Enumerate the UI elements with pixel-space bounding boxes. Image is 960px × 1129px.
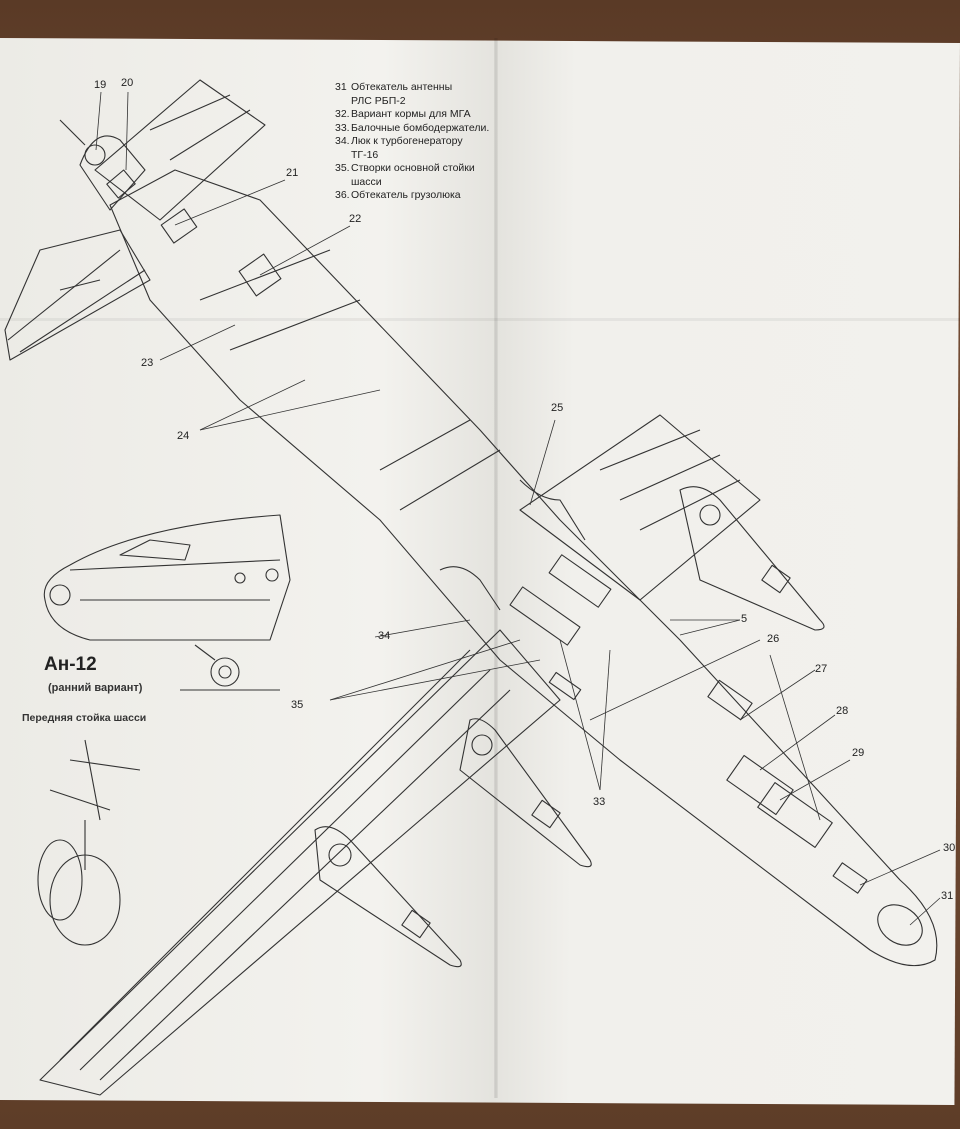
legend-number: 31 [335,81,347,93]
callout-23: 23 [141,357,154,369]
legend-row: 31 Обтекатель антенны [335,81,515,95]
legend-number: 36. [335,189,350,201]
callout-20: 20 [121,77,134,89]
legend-text: Люк к турбогенератору [351,135,463,147]
vertical-fold-crease [494,38,498,1098]
callout-5: 5 [741,613,748,625]
legend-number [335,95,351,109]
callout-22: 22 [349,213,362,225]
legend-row: 33.Балочные бомбодержатели. [335,122,515,136]
legend-text: ТГ-16 [351,148,379,161]
legend-row: шасси [335,176,515,190]
legend-number: 35. [335,162,350,174]
fuselage-outline [109,169,938,967]
callout-26: 26 [767,633,780,645]
legend-text: шасси [351,175,382,188]
legend-row: 36.Обтекатель грузолюка [335,189,515,203]
callout-35: 35 [291,699,304,711]
callout-31: 31 [941,890,954,902]
callout-leaders [95,91,941,926]
callout-21: 21 [286,167,299,179]
legend-row: ТГ-16 [335,149,515,163]
legend-number [335,176,351,190]
legend-text: Вариант кормы для МГА [351,108,471,120]
callout-27: 27 [815,663,828,675]
callout-33: 33 [593,796,606,808]
callout-34: 34 [378,630,391,642]
legend-row: РЛС РБП-2 [335,95,515,109]
tail-cone [59,119,146,211]
callout-24: 24 [177,430,190,442]
horizontal-fold-crease [0,318,960,321]
legend-text: РЛС РБП-2 [351,94,406,107]
aircraft-title: Ан-12 [44,654,97,675]
callout-30: 30 [943,842,956,854]
callout-28: 28 [836,705,849,717]
legend-text: Створки основной стойки [351,162,475,174]
tail-stabilizer [4,79,266,361]
legend-list: 31 Обтекатель антенны РЛС РБП-2 32.Вариан… [335,81,515,203]
legend-number [335,149,351,163]
callout-29: 29 [852,747,865,759]
legend-row: 35.Створки основной стойки [335,162,515,176]
legend-number: 32. [335,108,350,120]
left-wing [39,629,592,1096]
legend-text: Обтекатель антенны [351,81,453,93]
nose-gear-sketch [37,739,141,946]
legend-row: 34.Люк к турбогенератору [335,135,515,149]
side-view-nose [43,514,291,691]
legend-number: 33. [335,121,350,134]
callout-25: 25 [551,402,564,414]
nose-gear-caption: Передняя стойка шасси [22,712,147,724]
callout-19: 19 [94,79,107,91]
legend-text: Балочные бомбодержатели. [351,121,490,134]
right-wing [519,414,825,631]
legend-row: 32.Вариант кормы для МГА [335,108,515,122]
legend-text: Обтекатель грузолюка [351,189,461,201]
aircraft-subtitle: (ранний вариант) [48,682,143,694]
legend-number: 34. [335,135,350,147]
